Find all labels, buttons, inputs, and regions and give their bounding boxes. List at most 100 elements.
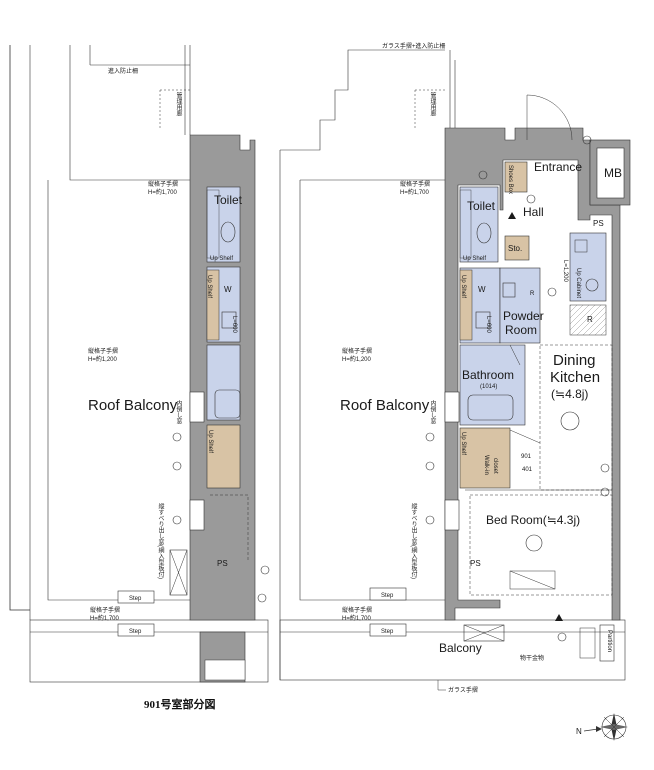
right-toilet-room: [459, 186, 499, 263]
left-bathroom: [206, 344, 241, 421]
right-mgmt-corridor-label: 管理用廊: [429, 91, 436, 117]
left-bathtub-icon: [214, 389, 241, 419]
dining-label-2: Kitchen: [550, 369, 600, 386]
right-up-shelf-2: Up Shelf: [460, 275, 466, 298]
dining-label-3: (≒4.8j): [551, 387, 588, 401]
left-plan: 進入防止柵 管理用廊 縦格子手摺 H=約1,700 縦格子手摺 H=約1,200…: [9, 45, 270, 683]
right-plan: ガラス手摺+進入防止柵 管理用廊 縦格子手摺 H=約1,700 縦格子手摺 H=…: [279, 42, 631, 694]
left-up-shelf-1: Up Shelf: [210, 256, 233, 262]
walk-in-label-2: closet: [492, 458, 498, 474]
right-inner-window-label: 内倒し窓: [429, 399, 436, 424]
ps-top-label: PS: [593, 219, 604, 228]
right-up-shelf-1: Up Shelf: [463, 256, 486, 262]
l1200-label: L=1,200: [562, 260, 568, 283]
mb-label: MB: [604, 166, 622, 180]
bathroom-size-label: (1014): [480, 384, 497, 390]
bed-room-area: [469, 494, 613, 596]
dim-401-label: 401: [522, 467, 533, 473]
left-sliding-window-label: 縦すべり出し窓(網入型板付): [157, 502, 164, 579]
partition: [599, 624, 615, 662]
dining-label-1: Dining: [553, 352, 596, 369]
dining-light-icon: [560, 411, 580, 431]
left-ps-label: PS: [217, 559, 228, 568]
bathtub-icon: [467, 394, 514, 421]
right-washer-label: W: [478, 285, 486, 294]
right-sliding-window-label: 縦すべり出し窓(網入型板付): [410, 502, 417, 579]
dim-901-label: 901: [521, 454, 532, 460]
left-up-shelf-3: Up Shelf: [207, 430, 213, 453]
left-washer-label: W: [224, 285, 232, 294]
left-outdoor-unit: [169, 549, 188, 596]
left-outlet-icon: [172, 432, 182, 442]
glass-rail-bottom-label: ガラス手摺: [448, 686, 478, 694]
compass-north-label: N: [576, 727, 582, 736]
outdoor-unit: [463, 624, 505, 642]
shoes-box: [504, 161, 528, 193]
r-label-1: R: [530, 291, 535, 297]
left-rail-mid-label: 縦格子手摺: [88, 347, 118, 355]
left-intrusion-fence-label: 進入防止柵: [108, 67, 138, 75]
left-rail-bottom-label: 縦格子手摺: [90, 606, 120, 614]
ps-bottom-label: PS: [470, 559, 481, 568]
right-rail-mid-height: H=約1,200: [342, 355, 372, 363]
left-up-shelf-2: Up Shelf: [206, 275, 212, 298]
right-step-2-label: Step: [381, 629, 394, 635]
drawing-caption: 901号室部分図: [144, 697, 216, 711]
right-step-2: [369, 623, 407, 637]
compass-icon: N: [576, 713, 628, 741]
left-step-1: [117, 590, 155, 604]
left-inner-window-label: 内倒し窓: [175, 399, 182, 424]
storage-label: Sto.: [508, 244, 522, 253]
powder-room: [499, 267, 541, 344]
bed-room-label: Bed Room(≒4.3j): [486, 513, 580, 527]
right-step-1: [369, 587, 407, 601]
left-step-1-label: Step: [129, 596, 142, 602]
right-rail-mid-label: 縦格子手摺: [342, 347, 372, 355]
left-mgmt-corridor-label: 管理用廊: [175, 91, 182, 117]
mb-room: [596, 147, 625, 199]
right-rail-top-label: 縦格子手摺: [400, 180, 430, 188]
left-outer-line: [9, 45, 30, 611]
storage-room: [504, 235, 530, 261]
left-step-2-label: Step: [129, 629, 142, 635]
right-up-shelf-3: Up Shelf: [460, 432, 466, 455]
powder-room-label-2: Room: [505, 323, 537, 337]
right-roof-balcony-label: Roof Balcony: [340, 397, 430, 414]
balcony-label: Balcony: [439, 641, 482, 655]
up-cabinet-label: Up Cabinet: [575, 268, 581, 298]
shoes-box-label: Shoes Box: [507, 165, 513, 194]
right-step-1-label: Step: [381, 593, 394, 599]
left-rail-bottom-height: H=約1,700: [90, 614, 120, 622]
left-rail-top-label: 縦格子手摺: [148, 180, 178, 188]
right-l600-label: L=600: [485, 316, 491, 334]
partition-label: Partition: [606, 630, 612, 652]
powder-room-label-1: Powder: [503, 309, 544, 323]
bedroom-light-icon: [525, 534, 543, 552]
right-rail-top-height: H=約1,700: [400, 188, 430, 196]
entrance-label: Entrance: [534, 160, 582, 174]
right-glass-rail-fence-label: ガラス手摺+進入防止柵: [382, 42, 445, 50]
walk-in-label-1: Walk-in: [483, 455, 489, 475]
left-l600-label: L=600: [231, 316, 237, 334]
right-rail-bottom-height: H=約1,700: [342, 614, 372, 622]
right-stepped-outline: [280, 49, 445, 151]
right-toilet-label: Toilet: [467, 199, 496, 213]
left-step-2: [117, 623, 155, 637]
right-wall: [444, 127, 621, 621]
hall-label: Hall: [523, 205, 544, 219]
entrance-door-swing: [526, 94, 573, 141]
left-toilet-label: Toilet: [214, 193, 243, 207]
left-toilet-bowl-icon: [220, 221, 236, 243]
bathroom-label: Bathroom: [462, 368, 514, 382]
left-roof-balcony-label: Roof Balcony: [88, 397, 178, 414]
right-toilet-bowl-icon: [476, 222, 492, 244]
bathroom: [459, 344, 526, 426]
r-label-2: R: [587, 315, 593, 324]
left-rail-top-height: H=約1,700: [148, 188, 178, 196]
right-rail-bottom-label: 縦格子手摺: [342, 606, 372, 614]
left-closet: [206, 424, 241, 489]
left-sink-icon: [221, 311, 237, 329]
left-rail-mid-height: H=約1,200: [88, 355, 118, 363]
clothes-hanger-label: 物干金物: [520, 654, 544, 662]
